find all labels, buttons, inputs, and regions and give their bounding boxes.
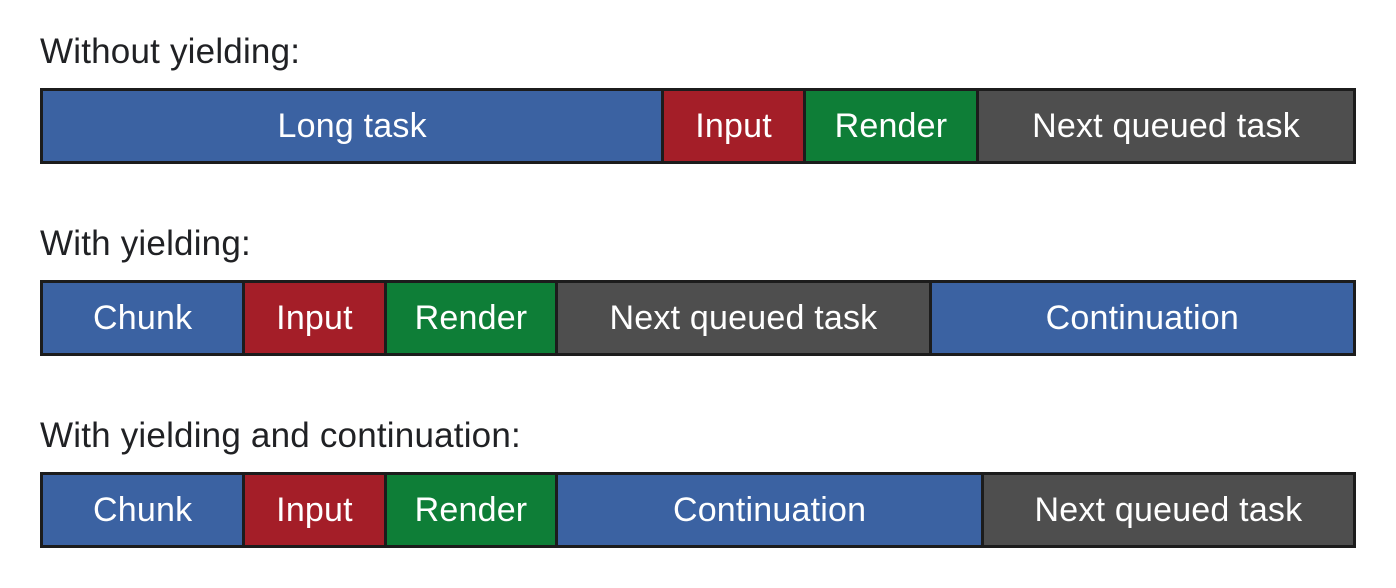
segment-render: Render [383,475,556,545]
timeline-row-without-yielding: Without yielding: Long task Input Render Nex… [40,30,1356,164]
row-label: With yielding: [40,224,251,263]
segment-chunk: Chunk [43,283,243,353]
segment-label: Chunk [93,490,193,529]
segment-label: Render [414,298,528,337]
timeline-bar: Long task Input Render Next queued task [40,88,1356,164]
segment-label: Chunk [93,298,193,337]
segment-next-queued-task: Next queued task [555,283,929,353]
segment-long-task: Long task [43,91,662,161]
timeline-row-with-yielding: With yielding: Chunk Input Render Next queue… [40,222,1356,356]
segment-label: Input [695,106,772,145]
segment-label: Long task [277,106,427,145]
segment-continuation: Continuation [928,283,1354,353]
segment-continuation: Continuation [555,475,981,545]
segment-label: Next queued task [1032,106,1300,145]
segment-label: Render [834,106,948,145]
row-label: Without yielding: [40,32,301,71]
segment-input: Input [661,91,803,161]
segment-label: Render [414,490,528,529]
timeline-row-with-yielding-and-continuation: With yielding and continuation: Chunk Inpu… [40,414,1356,548]
row-label: With yielding and continuation: [40,416,521,455]
segment-label: Input [276,490,353,529]
timeline-bar: Chunk Input Render Continuation Next queued … [40,472,1356,548]
segment-label: Input [276,298,353,337]
segment-next-queued-task: Next queued task [980,475,1354,545]
segment-label: Continuation [1045,298,1239,337]
segment-render: Render [802,91,977,161]
segment-input: Input [242,283,384,353]
timeline-bar: Chunk Input Render Next queued task Continua… [40,280,1356,356]
segment-label: Continuation [672,490,867,529]
segment-render: Render [383,283,556,353]
segment-chunk: Chunk [43,475,243,545]
segment-input: Input [242,475,384,545]
segment-label: Next queued task [1034,490,1303,529]
segment-next-queued-task: Next queued task [976,91,1353,161]
segment-label: Next queued task [609,298,878,337]
